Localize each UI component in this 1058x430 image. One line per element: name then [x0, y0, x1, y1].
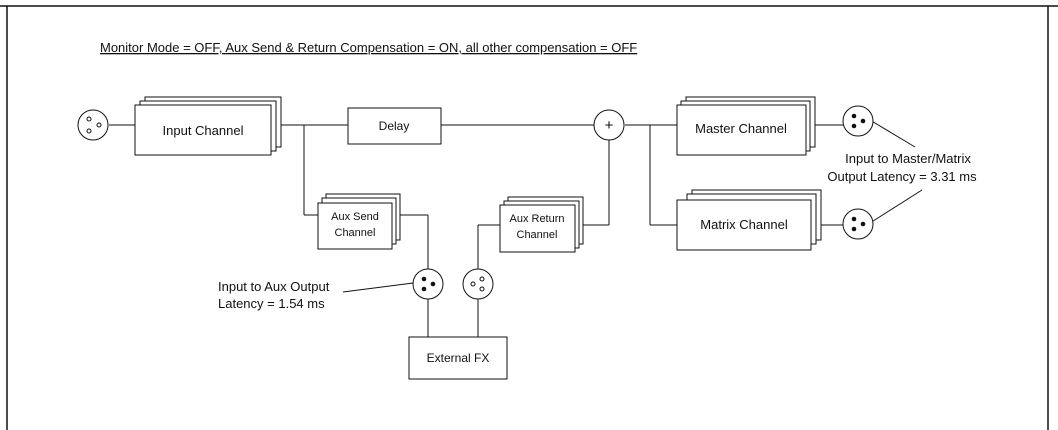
- master-channel-label: Master Channel: [695, 121, 787, 136]
- input-channel-block: Input Channel: [134, 96, 282, 156]
- wires: [109, 119, 923, 337]
- sum-symbol: +: [605, 117, 614, 134]
- external-fx-block: External FX: [408, 336, 508, 380]
- aux-return-block: Aux Return Channel: [499, 196, 584, 253]
- input-xlr-icon: [77, 109, 109, 141]
- matrix-channel-block: Matrix Channel: [676, 189, 822, 251]
- master-latency-line1: Input to Master/Matrix: [845, 151, 971, 166]
- master-channel-block: Master Channel: [676, 96, 816, 156]
- master-latency-line2: Output Latency = 3.31 ms: [827, 169, 977, 184]
- input-channel-label: Input Channel: [163, 123, 244, 138]
- aux-return-xlr-icon: [462, 268, 494, 300]
- aux-send-label-line2: Channel: [335, 227, 376, 239]
- aux-return-label-line1: Aux Return: [509, 213, 564, 225]
- aux-send-block: Aux Send Channel: [317, 193, 401, 250]
- master-output-xlr-icon: [842, 105, 874, 137]
- aux-output-xlr-icon: [412, 268, 444, 300]
- aux-latency-line1: Input to Aux Output: [218, 279, 330, 294]
- delay-block: Delay: [347, 107, 442, 145]
- aux-send-label-line1: Aux Send: [331, 211, 379, 223]
- summing-node-icon: +: [593, 109, 625, 141]
- aux-latency-line2: Latency = 1.54 ms: [218, 296, 325, 311]
- delay-label: Delay: [379, 119, 410, 133]
- diagram-title: Monitor Mode = OFF, Aux Send & Return Co…: [100, 40, 637, 55]
- aux-return-label-line2: Channel: [517, 229, 558, 241]
- matrix-channel-label: Matrix Channel: [700, 217, 788, 232]
- matrix-output-xlr-icon: [842, 208, 874, 240]
- external-fx-label: External FX: [427, 351, 490, 365]
